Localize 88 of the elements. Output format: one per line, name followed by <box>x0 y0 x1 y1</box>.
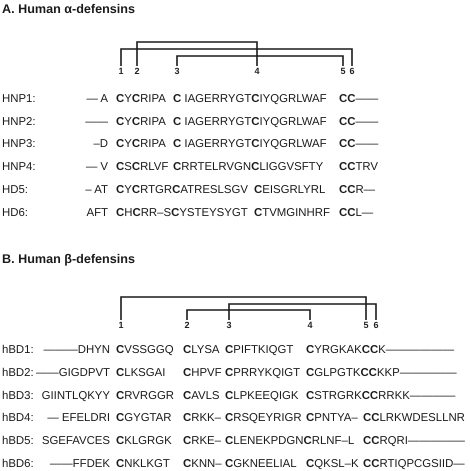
residue-number: 6 <box>350 66 354 76</box>
sequence-text: C IAGERRYGTCIYQGRLWAF <box>173 92 327 106</box>
sequence-label: HD6: <box>2 206 28 220</box>
sequence-text: — A <box>86 92 108 106</box>
bracket-connector <box>186 309 311 320</box>
residue-number: 3 <box>174 66 180 76</box>
sequence-text: CYRGKAKCCK—————— <box>306 344 454 356</box>
sequence-text: CC—— <box>339 116 378 128</box>
panel-heading: B. Human β-defensins <box>2 252 135 266</box>
residue-number: 1 <box>118 66 124 76</box>
sequence-text: CLYSA <box>183 344 220 356</box>
sequence-text: CPIFTKIQGT <box>225 344 294 356</box>
residue-number: 6 <box>374 320 378 330</box>
sequence-label: hBD1: <box>2 344 34 356</box>
sequence-text: SGEFAVCES <box>42 434 110 448</box>
sequence-text: CKNN– <box>183 458 222 470</box>
sequence-text: CQKSL–K <box>306 458 359 470</box>
sequence-text: CCRTIQPCGSIID— <box>363 458 465 470</box>
bracket-connector <box>136 41 258 66</box>
sequence-label: HNP2: <box>2 116 36 128</box>
sequence-text: CCL— <box>339 206 374 220</box>
sequence-text: CPNTYA– <box>306 412 358 424</box>
sequence-text: CAVLS <box>183 390 220 402</box>
sequence-text: C IAGERRYGTCIYQGRLWAF <box>173 116 327 128</box>
residue-number: 4 <box>254 66 260 76</box>
sequence-text: —— <box>85 116 108 128</box>
sequence-text: CC—— <box>339 138 378 150</box>
bracket-connector <box>176 55 344 66</box>
sequence-text: CLENEKPDGNCRLNF–L <box>225 434 354 448</box>
panel-heading: A. Human α-defensins <box>2 2 135 16</box>
sequence-label: hBD3: <box>2 390 34 402</box>
sequence-text: CRRTELRVGNCLIGGVSFTY <box>173 160 324 174</box>
sequence-text: CRSQEYRIGR <box>225 412 302 424</box>
sequence-text: CSCRLVF <box>116 160 168 174</box>
sequence-text: CVSSGGQ <box>116 344 174 356</box>
sequence-label: hBD4: <box>2 412 34 424</box>
sequence-label: HNP4: <box>2 160 36 174</box>
sequence-text: CSTRGRKCCRRKK———— <box>306 390 456 402</box>
sequence-text: ——GIGDPVT <box>36 366 110 380</box>
sequence-label: HD5: <box>2 184 28 196</box>
sequence-text: CLKSGAI <box>116 366 166 380</box>
residue-number: 2 <box>184 320 190 330</box>
sequence-text: CRVRGGR <box>116 390 174 402</box>
sequence-text: — EFELDRI <box>47 412 110 424</box>
sequence-label: hBD5: <box>2 434 34 448</box>
sequence-text: CYCRTGRCATRESLSGV <box>116 184 248 196</box>
sequence-text: CRKK– <box>183 412 221 424</box>
residue-number: 3 <box>226 320 232 330</box>
sequence-text: CPRRYKQIGT <box>225 366 300 380</box>
sequence-text: C IAGERRYGTCIYQGRLWAF <box>173 138 327 150</box>
sequence-text: — V <box>86 160 108 174</box>
sequence-text: CYCRIPA <box>116 92 166 106</box>
sequence-text: GIINTLQKYY <box>42 390 110 402</box>
sequence-text: –D <box>93 138 108 150</box>
sequence-text: CRKE– <box>183 434 221 448</box>
sequence-text: CCR— <box>339 184 376 196</box>
sequence-text: CCLRKWDESLLNR <box>363 412 465 424</box>
sequence-text: CNKLKGT <box>116 458 170 470</box>
residue-number: 4 <box>308 320 312 330</box>
sequence-text: CTVMGINHRF <box>254 206 330 220</box>
residue-number: 5 <box>340 66 346 76</box>
sequence-text: CCRQRI————— <box>363 434 465 448</box>
sequence-label: HNP1: <box>2 92 36 106</box>
sequence-text: ——FFDEK <box>50 458 110 470</box>
residue-number: 1 <box>118 320 124 330</box>
sequence-text: CGLPGTKCCKKP————— <box>306 366 457 380</box>
sequence-text: AFT <box>86 206 108 220</box>
sequence-text: CGYGTAR <box>116 412 172 424</box>
sequence-label: hBD2: <box>2 366 34 380</box>
bracket-connector <box>120 296 367 320</box>
sequence-text: CYCRIPA <box>116 116 166 128</box>
sequence-text: CHPVF <box>183 366 222 380</box>
residue-number: 2 <box>134 66 140 76</box>
bracket-connector <box>120 48 353 66</box>
sequence-label: hBD6: <box>2 458 34 470</box>
sequence-text: CYCRIPA <box>116 138 166 150</box>
sequence-text: ———DHYN <box>44 344 110 356</box>
sequence-text: CCTRV <box>339 160 378 174</box>
bracket-connector <box>228 303 377 320</box>
residue-number: 5 <box>364 320 368 330</box>
sequence-label: HNP3: <box>2 138 36 150</box>
sequence-text: CEISGRLYRL <box>254 184 326 196</box>
sequence-text: CHCRR–SCYSTEYSYGT <box>116 206 248 220</box>
sequence-text: CLPKEEQIGK <box>225 390 298 402</box>
sequence-text: CC—— <box>339 92 378 106</box>
sequence-text: CKLGRGK <box>116 434 172 448</box>
sequence-text: CGKNEELIAL <box>225 458 297 470</box>
sequence-text: – AT <box>85 184 108 196</box>
